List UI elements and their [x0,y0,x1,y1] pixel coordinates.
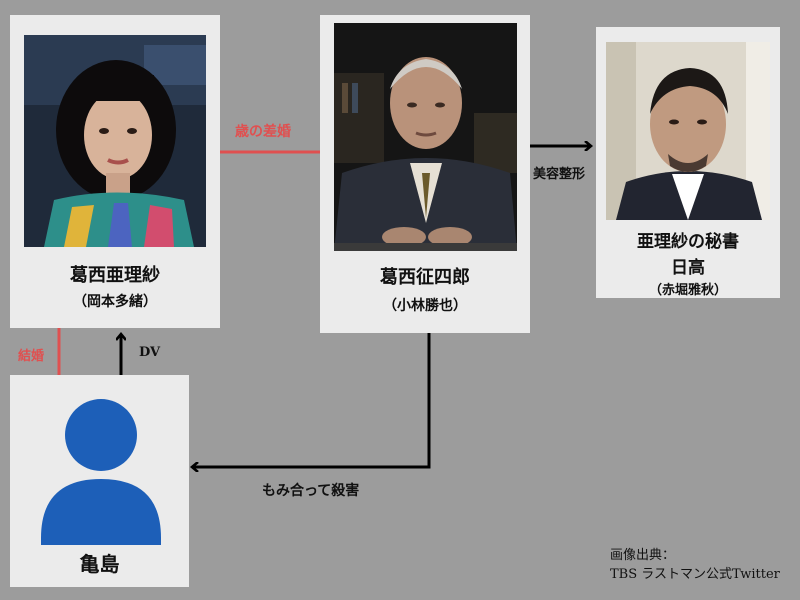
hidaka-actor: （赤堀雅秋） [648,283,727,298]
credit-line-1: 画像出典： [610,548,676,563]
hidaka-name: 日高 [671,258,705,278]
kameshima-card: 亀島 [10,375,189,587]
arisa-actor: （岡本多緒） [73,294,157,310]
arisa-name: 葛西亜理紗 [70,265,160,286]
killed-arrow [193,333,431,467]
age-gap-marriage-label: 歳の差婚 [235,124,291,140]
seishiro-actor: （小林勝也） [383,298,467,314]
kameshima-name: 亀島 [79,552,120,576]
dv-label: DV [139,345,161,360]
credit-line-2: TBS ラストマン公式Twitter [610,567,780,582]
seishiro-name: 葛西征四郎 [380,267,470,288]
killed-label: もみ合って殺害 [262,483,360,499]
hidaka-role: 亜理紗の秘書 [637,232,739,252]
seishiro-photo [334,23,517,251]
person-silhouette-icon [41,399,161,545]
hidaka-photo [606,42,770,220]
seishiro-card: 葛西征四郎 （小林勝也） [320,15,530,333]
hidaka-card: 亜理紗の秘書 日高 （赤堀雅秋） [596,27,780,298]
marriage-label: 結婚 [18,349,45,364]
cosmetic-surgery-label: 美容整形 [533,167,586,182]
image-credit: 画像出典： TBS ラストマン公式Twitter [610,546,780,584]
arisa-card: 葛西亜理紗 （岡本多緒） [10,15,220,328]
arisa-photo [24,35,206,247]
